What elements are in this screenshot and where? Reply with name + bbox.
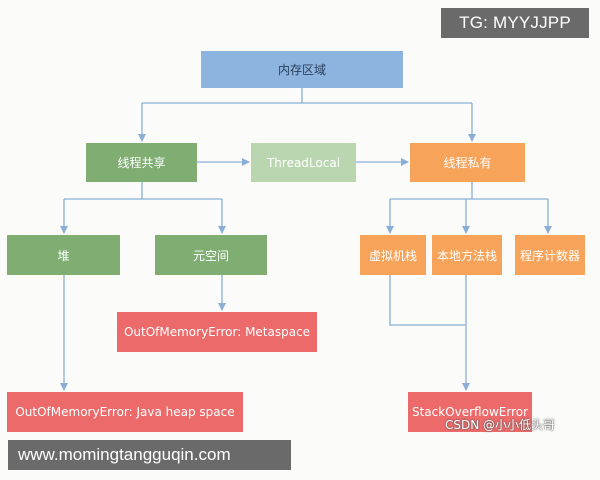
node-thread-local: ThreadLocal — [251, 143, 356, 182]
node-heap: 堆 — [7, 235, 120, 275]
node-stack-overflow: StackOverflowError — [408, 392, 532, 432]
node-vm-stack: 虚拟机栈 — [360, 235, 426, 275]
csdn-watermark: CSDN @小小低头哥 — [445, 418, 556, 432]
watermark-bottom: www.momingtangguqin.com — [8, 440, 291, 470]
node-thread-private: 线程私有 — [410, 143, 525, 182]
node-thread-shared: 线程共享 — [86, 143, 197, 182]
watermark-top: TG: MYYJJPP — [441, 8, 589, 38]
node-native-method-stack: 本地方法栈 — [432, 235, 502, 275]
node-program-counter: 程序计数器 — [515, 235, 585, 275]
node-metaspace: 元空间 — [155, 235, 267, 275]
node-oom-metaspace: OutOfMemoryError: Metaspace — [117, 312, 317, 352]
node-memory-area: 内存区域 — [201, 51, 403, 88]
node-oom-heap: OutOfMemoryError: Java heap space — [7, 392, 243, 432]
